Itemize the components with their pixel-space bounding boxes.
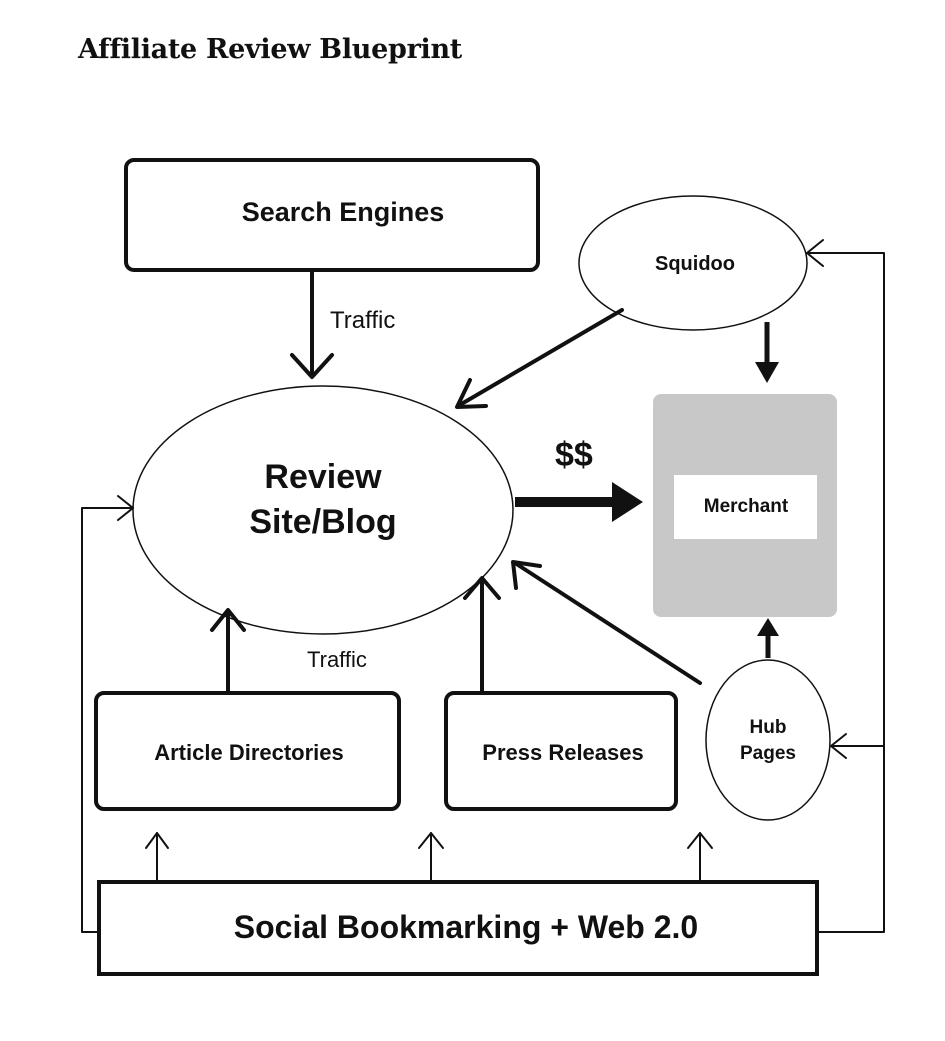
hub-pages-node: Hub Pages (705, 659, 831, 821)
press-releases-box (444, 691, 678, 811)
traffic-label-bottom: Traffic (307, 647, 367, 672)
arrow-hub-to-merchant (757, 618, 779, 658)
arrow-social-to-review-left (81, 495, 134, 933)
arrow-squidoo-to-merchant (755, 322, 779, 383)
review-site-label-line1: Review (264, 458, 382, 496)
article-directories-node: Article Directories (94, 691, 401, 811)
article-directories-label: Article Directories (154, 740, 344, 765)
arrow-social-to-squidoo-hub-right (806, 239, 885, 933)
squidoo-label: Squidoo (655, 253, 735, 275)
squidoo-ellipse (578, 195, 808, 331)
review-site-node: Review Site/Blog (132, 385, 514, 635)
search-engines-box (124, 158, 540, 272)
arrow-social-to-article (145, 832, 169, 882)
arrow-press-to-review (463, 576, 501, 694)
search-engines-node: Search Engines (124, 158, 540, 272)
hub-pages-ellipse (705, 659, 831, 821)
arrow-social-to-hub (687, 832, 713, 882)
merchant-label-box (674, 475, 817, 539)
arrow-social-to-press (418, 832, 444, 882)
arrow-article-to-review (210, 608, 246, 694)
arrow-squidoo-to-review (455, 308, 624, 409)
hub-pages-label-line1: Hub (750, 717, 787, 738)
traffic-label-top: Traffic (330, 307, 395, 334)
arrow-hub-to-review (511, 560, 702, 685)
merchant-label: Merchant (704, 496, 789, 517)
social-bookmarking-node: Social Bookmarking + Web 2.0 (97, 880, 819, 976)
money-label: $$ (555, 436, 593, 474)
review-site-ellipse (132, 385, 514, 635)
arrow-search-to-review (290, 270, 334, 379)
article-directories-box (94, 691, 401, 811)
press-releases-label: Press Releases (482, 740, 643, 765)
hub-pages-label-line2: Pages (740, 743, 796, 764)
arrow-review-to-merchant (515, 482, 643, 522)
page-title: Affiliate Review Blueprint (78, 34, 462, 65)
press-releases-node: Press Releases (444, 691, 678, 811)
social-bookmarking-label: Social Bookmarking + Web 2.0 (234, 909, 698, 945)
merchant-node: Merchant (653, 394, 837, 617)
search-engines-label: Search Engines (242, 197, 445, 227)
squidoo-node: Squidoo (578, 195, 808, 331)
review-site-label-line2: Site/Blog (249, 503, 396, 541)
social-bookmarking-box (97, 880, 819, 976)
